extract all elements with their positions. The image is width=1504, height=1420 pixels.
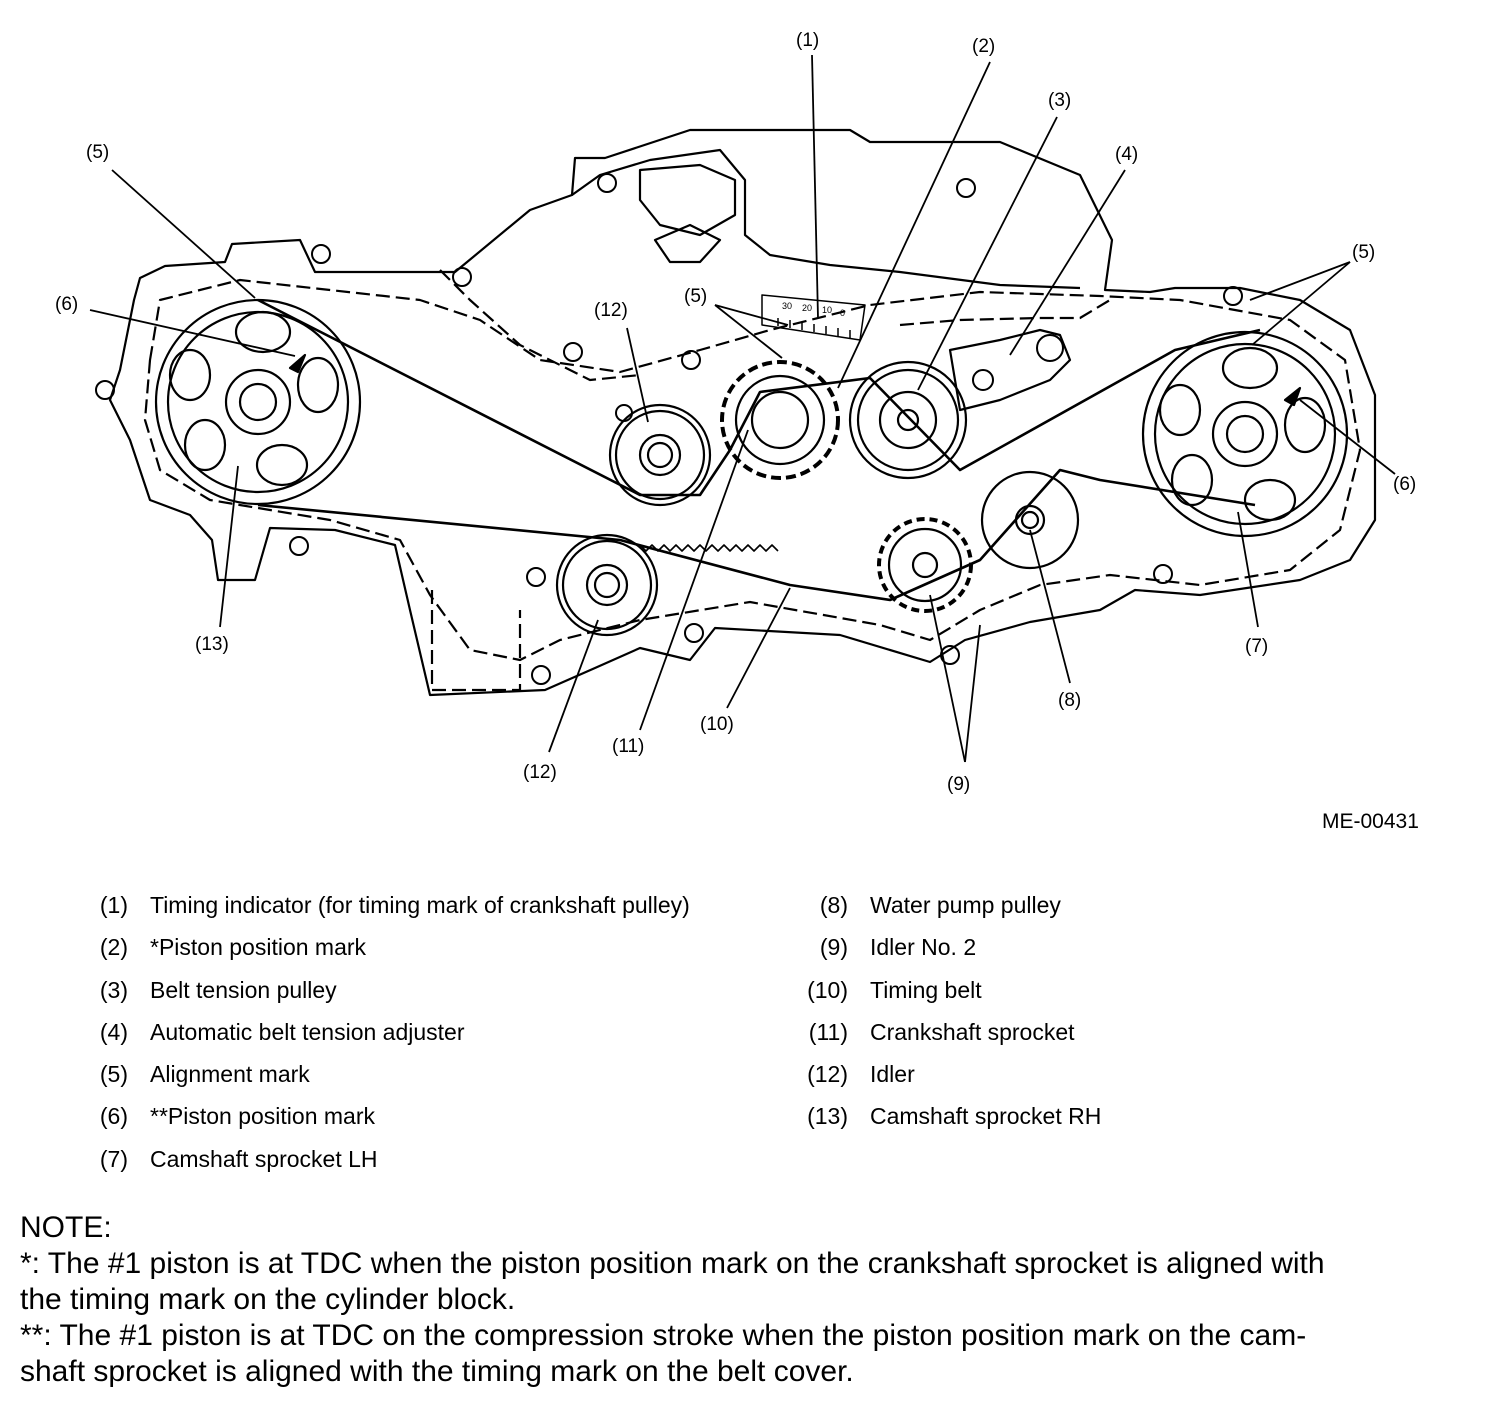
legend-item: (6)**Piston position mark <box>99 1103 375 1130</box>
callout-13: (13) <box>195 634 229 655</box>
belt-tension-pulley <box>848 360 968 480</box>
upper-structure <box>571 148 1081 290</box>
legend-item: (7)Camshaft sprocket LH <box>99 1145 378 1172</box>
callout-6-left: (6) <box>55 294 78 315</box>
timing-indicator <box>761 294 866 341</box>
callout-9: (9) <box>947 774 970 795</box>
inner-step <box>653 223 722 264</box>
callout-12-lower: (12) <box>523 762 557 783</box>
callout-7: (7) <box>1245 636 1268 657</box>
note-block: NOTE: *: The #1 piston is at TDC when th… <box>20 1210 1490 1390</box>
callout-10: (10) <box>700 714 734 735</box>
timing-belt <box>257 298 1261 602</box>
legend-right: (8)Water pump pulley (9)Idler No. 2 (10)… <box>800 892 1101 1146</box>
belt-cover-inner <box>439 269 1111 382</box>
camshaft-sprocket-rh <box>154 298 362 506</box>
callout-8: (8) <box>1058 690 1081 711</box>
callout-5-center: (5) <box>684 286 707 307</box>
belt-teeth <box>639 544 779 552</box>
callout-3: (3) <box>1048 90 1071 111</box>
water-pump-pulley <box>980 470 1080 570</box>
legend-item: (11)Crankshaft sprocket <box>808 1018 1075 1045</box>
inner-bracket <box>638 163 737 237</box>
timing-scale-labels: 30 20 10 0 <box>782 301 845 318</box>
legend-left: (1)Timing indicator (for timing mark of … <box>98 892 690 1188</box>
timing-belt-diagram: 30 20 10 0 (1) (2) (3) (4) (5) (5) (5) (… <box>55 30 1416 795</box>
figure-code: ME-00431 <box>1322 810 1419 833</box>
lower-cover <box>430 590 522 692</box>
idler-lower <box>555 533 659 637</box>
callout-12-upper: (12) <box>594 300 628 321</box>
callout-5-left: (5) <box>86 142 109 163</box>
callout-4: (4) <box>1115 144 1138 165</box>
legend-item: (2)*Piston position mark <box>99 934 367 961</box>
crankshaft-sprocket <box>720 360 840 480</box>
legend-item: (9)Idler No. 2 <box>819 934 977 961</box>
legend-item: (13)Camshaft sprocket RH <box>807 1103 1102 1130</box>
leader-lines <box>89 54 1396 763</box>
legend-item: (10)Timing belt <box>807 976 982 1003</box>
legend-item: (4)Automatic belt tension adjuster <box>99 1018 465 1045</box>
scale-label-0: 0 <box>840 308 845 318</box>
note-heading: NOTE: <box>20 1211 112 1244</box>
auto-tensioner <box>948 328 1072 412</box>
idler-no2 <box>877 517 973 613</box>
arrow-icon <box>1283 386 1302 407</box>
bolt-holes <box>95 173 1243 685</box>
scale-label-20: 20 <box>802 303 812 313</box>
callout-2: (2) <box>972 36 995 57</box>
engine-block-outline <box>108 128 1377 697</box>
camshaft-sprocket-lh <box>1141 330 1349 538</box>
legend-item: (8)Water pump pulley <box>819 892 1061 918</box>
note-line: the timing mark on the cylinder block. <box>20 1283 516 1316</box>
callout-1: (1) <box>796 30 819 51</box>
callout-11: (11) <box>612 736 644 757</box>
scale-label-30: 30 <box>782 301 792 311</box>
legend-item: (1)Timing indicator (for timing mark of … <box>99 892 690 918</box>
note-line: shaft sprocket is aligned with the timin… <box>20 1355 854 1388</box>
legend-item: (12)Idler <box>807 1061 915 1088</box>
note-line: *: The #1 piston is at TDC when the pist… <box>20 1247 1325 1280</box>
callout-5-right: (5) <box>1352 242 1375 263</box>
legend-item: (5)Alignment mark <box>99 1061 310 1088</box>
note-line: **: The #1 piston is at TDC on the compr… <box>20 1319 1307 1352</box>
idler-upper <box>608 403 712 507</box>
legend-item: (3)Belt tension pulley <box>99 976 337 1003</box>
callout-6-right: (6) <box>1393 474 1416 495</box>
scale-label-10: 10 <box>822 305 832 315</box>
arrow-icon <box>288 353 307 374</box>
